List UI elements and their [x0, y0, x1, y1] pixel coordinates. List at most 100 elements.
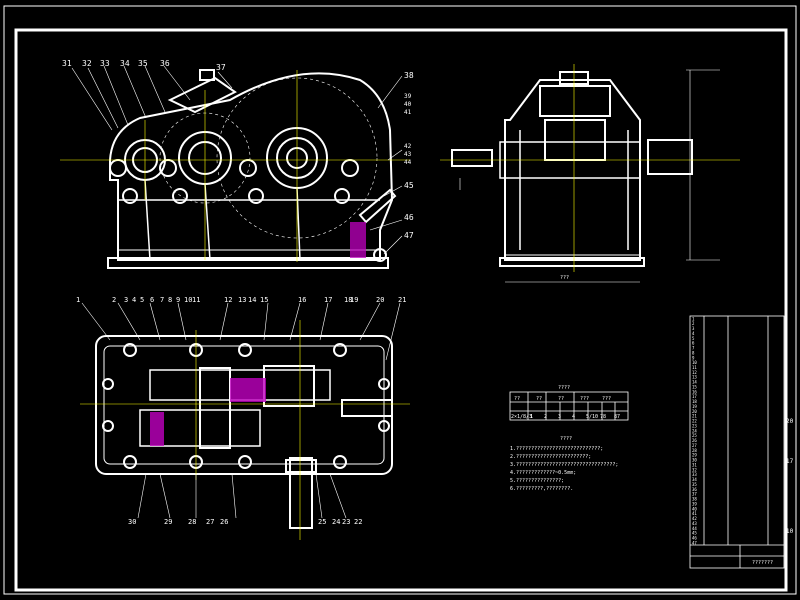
front-part-label: 32	[82, 59, 92, 68]
front-part-label: 37	[216, 63, 226, 72]
title-block-row-number: 6	[692, 341, 695, 346]
front-part-label: 33	[100, 59, 110, 68]
title-block-row-number: 43	[692, 521, 697, 526]
plan-bottom-part-label: 29	[164, 518, 172, 526]
spec-table-value-cell: 87	[614, 414, 620, 420]
spec-table-header-cell: ???	[580, 396, 589, 402]
inner-border	[14, 28, 788, 592]
plan-top-part-label: 20	[376, 296, 384, 304]
title-block-row-number: 8	[692, 350, 695, 355]
title-block-row-number: 10	[692, 360, 697, 365]
title-block-row-number: 44	[692, 526, 697, 531]
title-block-row-number: 13	[692, 375, 697, 380]
title-block-row-number: 14	[692, 380, 697, 385]
side-view-dims	[459, 69, 720, 283]
front-part-label: 44	[404, 159, 412, 166]
title-block-footer: ???????	[752, 560, 773, 566]
tech-requirement-line: 6.?????????,????????.	[510, 486, 573, 492]
tech-requirement-line: 2.????????????????????????;	[510, 454, 591, 460]
plan-view	[95, 335, 393, 529]
title-block-row-number: 32	[692, 467, 697, 472]
title-block-row-number: 3	[692, 326, 695, 331]
tech-requirement-line: 1.????????????????????????????;	[510, 446, 603, 452]
front-part-label: 42	[404, 143, 412, 150]
title-block-row-number: 27	[692, 443, 697, 448]
plan-bottom-part-label: 24	[332, 518, 340, 526]
front-part-label: 45	[404, 181, 414, 190]
title-block-row-number: 39	[692, 501, 697, 506]
plan-view-gear-hatch-1	[230, 378, 266, 402]
spec-table-value-cell: 5/10	[586, 414, 598, 420]
front-part-label: 38	[404, 71, 414, 80]
plan-top-part-label: 16	[298, 296, 306, 304]
title-block-row-number: 34	[692, 477, 697, 482]
title-block-row-number: 5	[692, 336, 695, 341]
title-block-row-number: 4	[692, 331, 695, 336]
title-block-row-number: 15	[692, 384, 697, 389]
title-block-row-number: 33	[692, 472, 697, 477]
title-block-row-number: 24	[692, 428, 697, 433]
front-part-label: 40	[404, 101, 412, 108]
plan-view-gear-hatch-2	[150, 412, 164, 446]
title-block-side-mark-2: 17	[786, 458, 794, 465]
title-block-row-number: 18	[692, 399, 697, 404]
plan-top-part-label: 17	[324, 296, 332, 304]
title-block-row-number: 38	[692, 497, 697, 502]
tech-requirement-line: 3.?????????????????????????????????;	[510, 462, 618, 468]
title-block-row-number: 42	[692, 516, 697, 521]
plan-top-part-label: 4	[132, 296, 136, 304]
spec-table-value-cell: 78	[600, 414, 606, 420]
spec-table-row-1: ????????????	[514, 396, 611, 402]
title-block-row-number: 31	[692, 462, 697, 467]
title-block-row-number: 1	[692, 316, 695, 321]
spec-table-value-cell: 2	[544, 414, 547, 420]
title-block-row-number: 11	[692, 365, 697, 370]
title-block-side-mark-3: 10	[786, 528, 794, 535]
title-block-row-number: 23	[692, 423, 697, 428]
front-view-centerlines	[60, 70, 410, 262]
front-part-label: 47	[404, 231, 414, 240]
tech-requirement-line: 5.???????????????;	[510, 478, 564, 484]
front-part-label: 43	[404, 151, 412, 158]
spec-table-value-cell: 3	[558, 414, 561, 420]
title-block-row-number: 17	[692, 394, 697, 399]
spec-table	[509, 391, 629, 421]
spec-table-header-cell: ???	[602, 396, 611, 402]
spec-table-value-cell: 4	[572, 414, 575, 420]
title-block-row-number: 36	[692, 487, 697, 492]
spec-table-header-cell: ??	[536, 396, 542, 402]
front-view-leaders	[71, 65, 403, 255]
title-block-side-mark-1: 20	[786, 418, 794, 425]
title-block-row-number: 41	[692, 511, 697, 516]
plan-bottom-part-label: 28	[188, 518, 196, 526]
plan-view-centerlines	[80, 320, 410, 540]
front-part-label: 35	[138, 59, 148, 68]
title-block-row-number: 46	[692, 536, 697, 541]
front-part-label: 34	[120, 59, 130, 68]
title-block-row-number: 45	[692, 531, 697, 536]
plan-top-part-label: 6	[150, 296, 154, 304]
title-block-row-number: 25	[692, 433, 697, 438]
spec-table-value-cell: 1	[530, 414, 533, 420]
plan-top-part-label: 5	[140, 296, 144, 304]
front-view-oil-hatch	[350, 222, 366, 258]
side-view	[451, 71, 693, 267]
title-block-row-number: 29	[692, 453, 697, 458]
plan-top-part-label: 9	[176, 296, 180, 304]
plan-top-part-label: 13	[238, 296, 246, 304]
title-block	[689, 315, 785, 569]
front-part-label: 39	[404, 93, 412, 100]
title-block-row-number: 16	[692, 389, 697, 394]
spec-table-header-cell: ??	[514, 396, 520, 402]
plan-bottom-part-label: 22	[354, 518, 362, 526]
spec-table-header-cell: ??	[558, 396, 564, 402]
plan-top-part-label: 1	[76, 296, 80, 304]
title-block-row-number: 2	[692, 321, 695, 326]
plan-bottom-part-label: 26	[220, 518, 228, 526]
plan-bottom-part-label: 25	[318, 518, 326, 526]
plan-top-part-label: 2	[112, 296, 116, 304]
